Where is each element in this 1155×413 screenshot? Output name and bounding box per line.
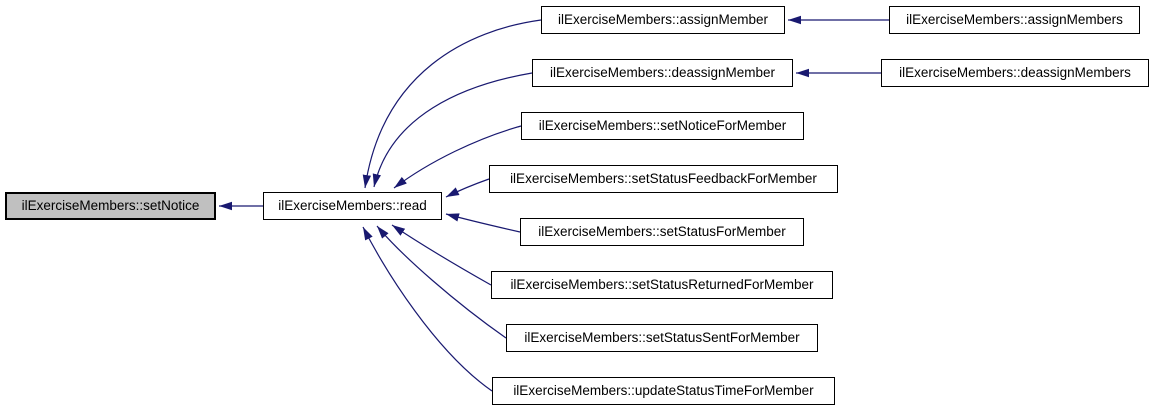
node-setNotice: ilExerciseMembers::setNotice xyxy=(5,192,216,220)
edge-setStatusSentForMember-to-read xyxy=(376,225,507,339)
node-updateStatusTimeForMember[interactable]: ilExerciseMembers::updateStatusTimeForMe… xyxy=(492,377,835,405)
node-setStatusForMember[interactable]: ilExerciseMembers::setStatusForMember xyxy=(520,218,804,246)
edge-deassignMember-to-read xyxy=(372,72,533,188)
edge-setNoticeForMember-to-read xyxy=(393,125,522,189)
node-read[interactable]: ilExerciseMembers::read xyxy=(263,192,442,220)
node-setNoticeForMember[interactable]: ilExerciseMembers::setNoticeForMember xyxy=(521,112,804,140)
node-assignMember[interactable]: ilExerciseMembers::assignMember xyxy=(541,6,785,34)
edge-setStatusFeedbackForMember-to-read xyxy=(445,178,490,198)
node-setStatusReturnedForMember[interactable]: ilExerciseMembers::setStatusReturnedForM… xyxy=(491,271,833,299)
node-deassignMember[interactable]: ilExerciseMembers::deassignMember xyxy=(532,59,793,87)
edge-setStatusForMember-to-read xyxy=(445,213,521,233)
edge-setStatusReturnedForMember-to-read xyxy=(391,224,492,286)
node-assignMembers[interactable]: ilExerciseMembers::assignMembers xyxy=(889,6,1140,34)
node-setStatusSentForMember[interactable]: ilExerciseMembers::setStatusSentForMembe… xyxy=(506,324,818,352)
edge-assignMember-to-read xyxy=(362,19,542,189)
node-setStatusFeedbackForMember[interactable]: ilExerciseMembers::setStatusFeedbackForM… xyxy=(489,165,838,193)
node-deassignMembers[interactable]: ilExerciseMembers::deassignMembers xyxy=(881,59,1149,87)
edge-updateStatusTimeForMember-to-read xyxy=(362,226,493,392)
